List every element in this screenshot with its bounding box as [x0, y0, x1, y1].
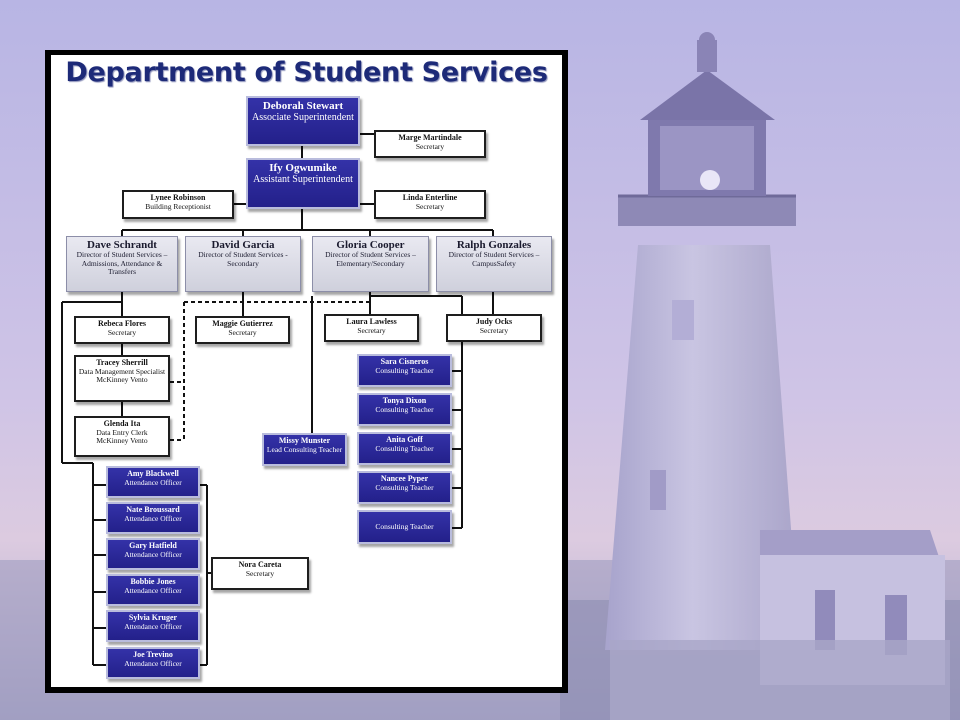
node-role: Attendance Officer	[124, 658, 182, 668]
node-name: Gary Hatfield	[129, 541, 177, 550]
node-role: Secretary	[479, 325, 509, 335]
node-name: Anita Goff	[386, 435, 423, 444]
node-role: Attendance Officer	[124, 585, 182, 595]
node-name: Dave Schrandt	[87, 239, 157, 251]
node-role: Attendance Officer	[124, 513, 182, 523]
node-tonya-dixon: Tonya Dixon Consulting Teacher	[357, 393, 452, 426]
node-role-secondary: McKinney Vento	[96, 436, 148, 446]
node-nancee-pyper: Nancee Pyper Consulting Teacher	[357, 471, 452, 504]
page-title: Department of Student Services	[65, 57, 548, 88]
node-role: Secretary	[357, 325, 386, 335]
node-judy-ocks: Judy Ocks Secretary	[446, 314, 542, 342]
node-joe-trevino: Joe Trevino Attendance Officer	[106, 647, 200, 679]
node-dave-schrandt: Dave Schrandt Director of Student Servic…	[66, 236, 178, 292]
node-sylvia-kruger: Sylvia Kruger Attendance Officer	[106, 610, 200, 642]
node-role: Director of Student Services – CampusSaf…	[448, 250, 540, 268]
node-rebeca-flores: Rebeca Flores Secretary	[74, 316, 170, 344]
node-name: Joe Trevino	[133, 650, 173, 659]
node-role: Secretary	[415, 141, 445, 151]
node-role: Attendance Officer	[124, 477, 182, 487]
node-role: Director of Student Services – Elementar…	[325, 250, 416, 268]
node-name: Marge Martindale	[398, 133, 462, 142]
node-david-garcia: David Garcia Director of Student Service…	[185, 236, 301, 292]
node-gary-hatfield: Gary Hatfield Attendance Officer	[106, 538, 200, 570]
node-laura-lawless: Laura Lawless Secretary	[324, 314, 419, 342]
node-role: Consulting Teacher	[375, 365, 434, 375]
node-name: Missy Munster	[278, 436, 331, 445]
node-role: Data Management Specialist	[78, 366, 166, 376]
node-role: Secretary	[228, 327, 257, 337]
node-role: Associate Superintendent	[252, 112, 354, 124]
node-role: Director of Student Services - Secondary	[198, 250, 288, 268]
node-name: Sara Cisneros	[380, 357, 429, 366]
node-role: Attendance Officer	[124, 621, 182, 631]
node-name: Ify Ogwumike	[269, 162, 337, 174]
node-name: Lynee Robinson	[150, 193, 206, 202]
node-name: Nancee Pyper	[380, 474, 429, 483]
node-role: Consulting Teacher	[375, 522, 434, 531]
node-missy-munster: Missy Munster Lead Consulting Teacher	[262, 433, 347, 466]
node-name: Glenda Ita	[103, 419, 141, 428]
node-role: Lead Consulting Teacher	[266, 444, 343, 454]
node-name: Tracey Sherrill	[96, 358, 148, 367]
node-role: Attendance Officer	[124, 549, 182, 559]
node-role: Consulting Teacher	[375, 404, 434, 414]
node-role: Consulting Teacher	[375, 443, 434, 453]
node-name: Ralph Gonzales	[456, 239, 532, 251]
node-amy-blackwell: Amy Blackwell Attendance Officer	[106, 466, 200, 498]
node-name: Maggie Gutierrez	[212, 319, 273, 328]
node-role: Consulting Teacher	[375, 482, 434, 492]
node-role: Data Entry Clerk	[96, 427, 148, 437]
node-name: Judy Ocks	[475, 317, 513, 326]
node-name: Tonya Dixon	[382, 396, 427, 405]
node-name: Linda Enterline	[402, 193, 458, 202]
node-name: David Garcia	[211, 239, 275, 251]
node-name: Laura Lawless	[346, 317, 397, 326]
node-name: Nate Broussard	[126, 505, 180, 514]
node-name: Nora Careta	[238, 560, 282, 569]
node-name: Sylvia Kruger	[128, 613, 178, 622]
node-marge-martindale: Marge Martindale Secretary	[374, 130, 486, 158]
node-role: Secretary	[245, 568, 275, 578]
node-nate-broussard: Nate Broussard Attendance Officer	[106, 502, 200, 534]
node-glenda-ita: Glenda Ita Data Entry Clerk McKinney Ven…	[74, 416, 170, 457]
node-role: Building Receptionist	[145, 201, 211, 211]
node-deborah-stewart: Deborah Stewart Associate Superintendent	[246, 96, 360, 146]
node-vacant-consulting-teacher: Consulting Teacher	[357, 510, 452, 544]
node-role: Director of Student Services – Admission…	[76, 250, 168, 277]
node-name: Bobbie Jones	[130, 577, 176, 586]
node-role: Secretary	[415, 201, 445, 211]
node-linda-enterline: Linda Enterline Secretary	[374, 190, 486, 219]
node-anita-goff: Anita Goff Consulting Teacher	[357, 432, 452, 465]
node-bobbie-jones: Bobbie Jones Attendance Officer	[106, 574, 200, 606]
node-gloria-cooper: Gloria Cooper Director of Student Servic…	[312, 236, 429, 292]
node-nora-careta: Nora Careta Secretary	[211, 557, 309, 590]
node-tracey-sherrill: Tracey Sherrill Data Management Speciali…	[74, 355, 170, 402]
node-name: Deborah Stewart	[262, 100, 344, 112]
node-sara-cisneros: Sara Cisneros Consulting Teacher	[357, 354, 452, 387]
node-name: Rebeca Flores	[97, 319, 147, 328]
node-ify-ogwumike: Ify Ogwumike Assistant Superintendent	[246, 158, 360, 209]
node-role: Secretary	[107, 327, 137, 337]
node-maggie-gutierrez: Maggie Gutierrez Secretary	[195, 316, 290, 344]
node-ralph-gonzales: Ralph Gonzales Director of Student Servi…	[436, 236, 552, 292]
node-role-secondary: McKinney Vento	[96, 375, 148, 385]
node-lynee-robinson: Lynee Robinson Building Receptionist	[122, 190, 234, 219]
node-role: Assistant Superintendent	[253, 174, 353, 186]
node-name: Amy Blackwell	[127, 469, 179, 478]
node-name: Gloria Cooper	[336, 239, 405, 251]
